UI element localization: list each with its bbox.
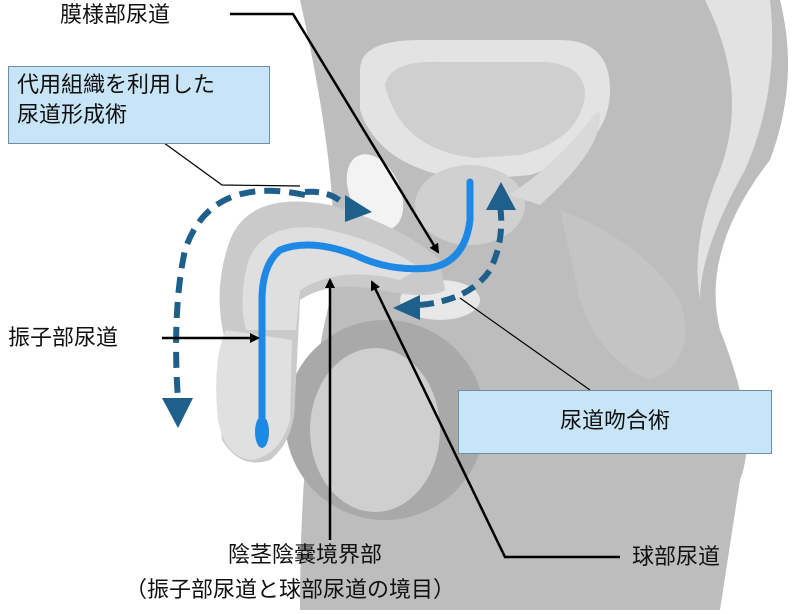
label-membranous-urethra: 膜様部尿道 <box>60 3 171 28</box>
label-pendulous-urethra: 振子部尿道 <box>8 326 119 351</box>
rectum <box>560 210 686 380</box>
leader-bulbar <box>370 280 620 559</box>
label-bulbar-urethra: 球部尿道 <box>632 545 721 570</box>
sacrum-band <box>697 0 773 300</box>
arrowhead-distal <box>162 398 193 428</box>
arrowhead-anastomosis-left <box>393 295 420 320</box>
bladder-inner <box>385 61 585 158</box>
arrowhead-proximal <box>345 195 372 222</box>
dashed-arrow-proximal <box>304 188 348 208</box>
seminal-vesicle <box>510 112 601 205</box>
label-penoscrotal-note: （振子部尿道と球部尿道の境目） <box>125 578 456 603</box>
box-substitution-line1: 代用組織を利用した <box>17 73 216 98</box>
testis <box>310 348 440 512</box>
urethra-line <box>258 178 474 434</box>
leader-substitution-box <box>159 139 301 187</box>
arrowhead-anastomosis-up <box>486 182 516 210</box>
box-anastomotic-urethroplasty: 尿道吻合術 <box>458 390 772 454</box>
leader-membranous <box>230 12 440 254</box>
box-substitution-urethroplasty: 代用組織を利用した 尿道形成術 <box>8 66 270 144</box>
leader-anastomosis-box <box>459 297 591 391</box>
dashed-arrow-distal <box>173 187 306 401</box>
label-penoscrotal-junction: 陰茎陰嚢境界部 <box>228 543 383 568</box>
box-anastomosis-label: 尿道吻合術 <box>559 409 670 434</box>
penis-glans <box>216 330 292 460</box>
box-substitution-line2: 尿道形成術 <box>17 103 128 128</box>
dashed-arrow-anastomosis <box>419 204 505 308</box>
penis-inner <box>242 227 420 330</box>
urethral-meatus <box>255 416 269 448</box>
